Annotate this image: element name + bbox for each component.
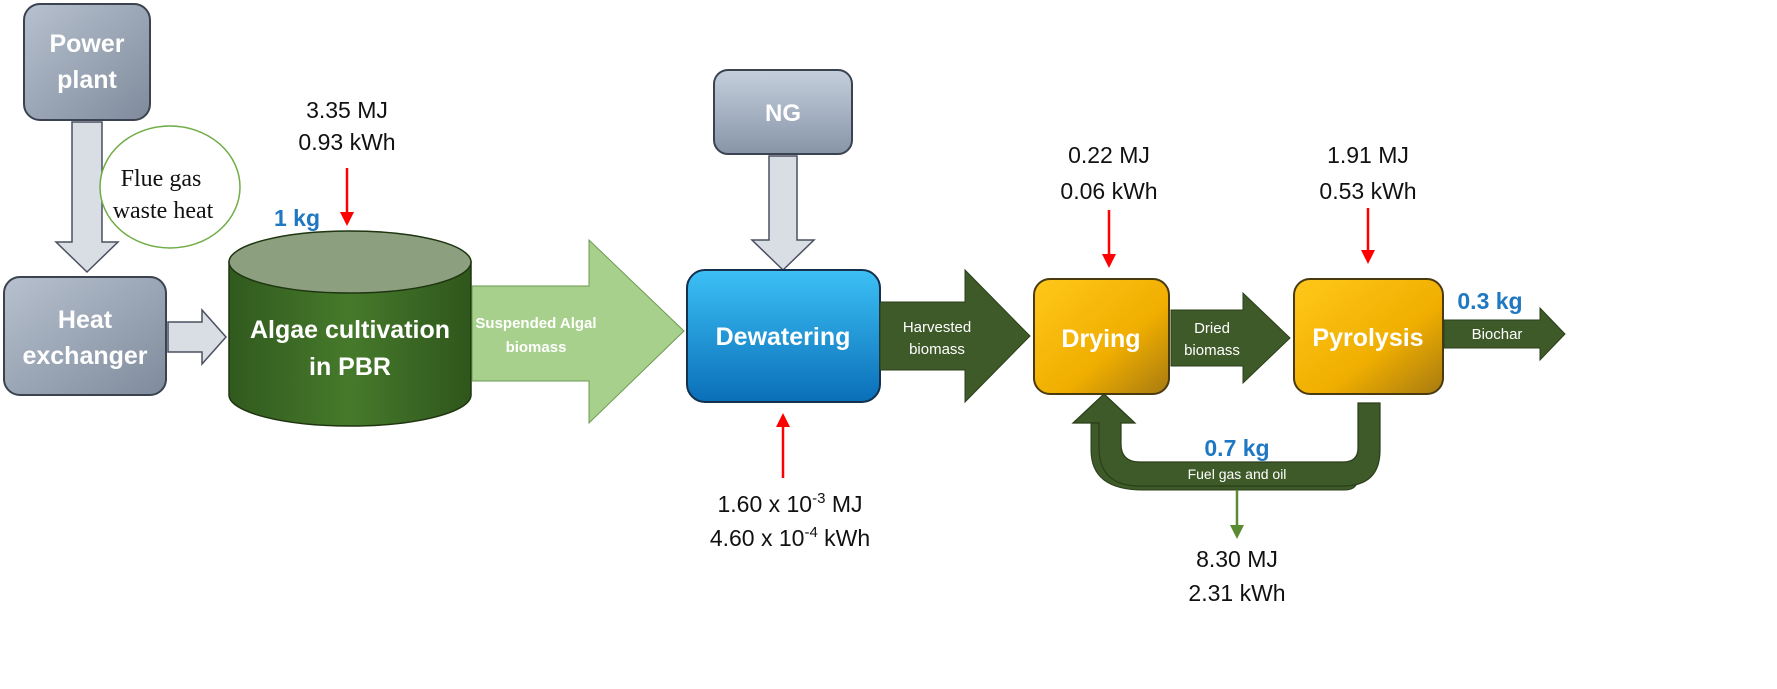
cultivation-energy: 3.35 MJ 0.93 kWh	[298, 97, 396, 226]
dried-biomass-arrow: Dried biomass	[1170, 291, 1291, 385]
pyrolysis-energy-mj: 1.91 MJ	[1327, 142, 1409, 168]
fuel-gas-label: Fuel gas and oil	[1188, 466, 1287, 482]
dewatering-energy-kwh: 4.60 x 10-4 kWh	[710, 524, 870, 551]
algae-label-2: in PBR	[309, 353, 391, 381]
pyrolysis-box: Pyrolysis	[1293, 278, 1444, 395]
fuel-gas-mass-label: 0.7 kg	[1204, 435, 1269, 461]
pyrolysis-energy-kwh: 0.53 kWh	[1319, 178, 1416, 204]
power-plant-label-2: plant	[57, 66, 117, 94]
flue-gas-label-1: Flue gas	[121, 166, 202, 192]
cultivation-energy-mj: 3.35 MJ	[306, 97, 388, 123]
fuel-gas-loop-arrow: Fuel gas and oil	[1071, 393, 1381, 491]
suspended-biomass-label-2: biomass	[506, 339, 567, 356]
suspended-biomass-arrow: Suspended Algal biomass	[471, 238, 685, 425]
cultivation-energy-kwh: 0.93 kWh	[298, 129, 395, 155]
algae-label-1: Algae cultivation	[250, 316, 450, 344]
dewatering-energy-mj: 1.60 x 10-3 MJ	[717, 490, 862, 517]
output-energy-kwh: 2.31 kWh	[1188, 580, 1285, 606]
dewatering-box: Dewatering	[686, 269, 881, 403]
drying-energy-kwh: 0.06 kWh	[1060, 178, 1157, 204]
algae-cultivation-cylinder: Algae cultivation in PBR	[228, 230, 472, 427]
ng-supply-arrow	[750, 155, 816, 272]
input-mass-label: 1 kg	[274, 205, 320, 231]
harvested-biomass-label-2: biomass	[909, 341, 965, 358]
suspended-biomass-label-1: Suspended Algal	[475, 315, 596, 332]
power-plant-label-1: Power	[49, 30, 124, 58]
biochar-label: Biochar	[1472, 326, 1523, 343]
drying-box: Drying	[1033, 278, 1170, 395]
ng-box: NG	[713, 69, 853, 155]
pyrolysis-label: Pyrolysis	[1312, 324, 1423, 352]
dried-biomass-label-2: biomass	[1184, 342, 1240, 359]
dewatering-label: Dewatering	[716, 323, 851, 351]
biochar-mass-label: 0.3 kg	[1457, 288, 1522, 314]
heat-supply-arrow	[167, 308, 228, 366]
dried-biomass-label-1: Dried	[1194, 320, 1230, 337]
drying-label: Drying	[1061, 325, 1140, 353]
harvested-biomass-label-1: Harvested	[903, 319, 971, 336]
pyrolysis-energy: 1.91 MJ 0.53 kWh	[1319, 142, 1417, 264]
drying-energy-mj: 0.22 MJ	[1068, 142, 1150, 168]
ng-label: NG	[765, 100, 801, 127]
drying-energy: 0.22 MJ 0.06 kWh	[1060, 142, 1158, 268]
flue-gas-arrow	[54, 121, 120, 274]
heat-exchanger-label-2: exchanger	[22, 342, 147, 370]
flue-gas-bubble: Flue gas waste heat	[99, 125, 241, 249]
biochar-arrow: Biochar	[1443, 306, 1566, 362]
harvested-biomass-arrow: Harvested biomass	[879, 268, 1031, 404]
heat-exchanger-label-1: Heat	[58, 306, 113, 334]
energy-output: 8.30 MJ 2.31 kWh	[1188, 490, 1286, 606]
heat-exchanger-box: Heat exchanger	[3, 276, 167, 396]
dewatering-energy: 1.60 x 10-3 MJ 4.60 x 10-4 kWh	[710, 413, 870, 551]
power-plant-box: Power plant	[23, 3, 151, 121]
output-energy-mj: 8.30 MJ	[1196, 546, 1278, 572]
flue-gas-label-2: waste heat	[113, 198, 214, 224]
